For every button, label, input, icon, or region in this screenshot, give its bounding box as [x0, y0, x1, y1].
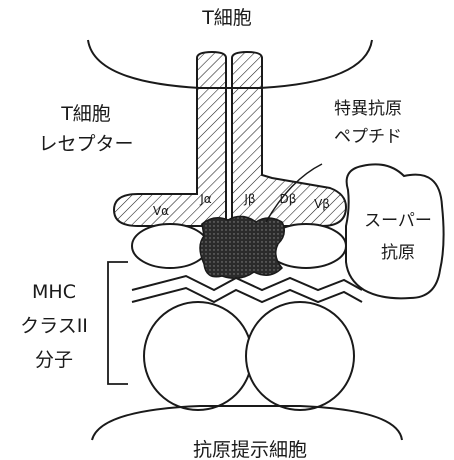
superantigen-label-line2: 抗原: [381, 243, 415, 263]
t-cell-label: T細胞: [201, 7, 252, 29]
peptide-label-line1: 特異抗原: [334, 99, 402, 119]
t-cell-membrane: [88, 40, 372, 88]
domain-j-alpha: Jα: [199, 192, 212, 206]
mhc-label-line3: 分子: [35, 349, 73, 371]
tcr-label-line1: T細胞: [60, 103, 111, 125]
mhc-bracket: [108, 262, 128, 384]
apc-membrane: [92, 406, 402, 440]
domain-v-beta: Vβ: [314, 197, 330, 211]
domain-j-beta: Jβ: [243, 192, 255, 206]
mhc-beta-sheet-lower: [132, 288, 362, 302]
domain-d-beta: Dβ: [280, 192, 297, 206]
superantigen-shape: [346, 164, 444, 298]
tcr-label-line2: レセプター: [38, 133, 133, 155]
mhc-beta-sheet-upper: [132, 276, 362, 290]
mhc-label-line2: クラスII: [20, 315, 88, 337]
domain-v-alpha: Vα: [153, 204, 169, 218]
peptide-label-line2: ペプチド: [334, 127, 402, 147]
antigen-peptide: [200, 216, 284, 278]
mhc-domain-right: [246, 302, 354, 410]
mhc-label-line1: MHC: [32, 281, 76, 303]
mhc-domain-left: [144, 302, 252, 410]
apc-label: 抗原提示細胞: [193, 439, 307, 460]
superantigen-label-line1: スーパー: [364, 211, 432, 231]
mhc-helix-left: [132, 224, 208, 268]
